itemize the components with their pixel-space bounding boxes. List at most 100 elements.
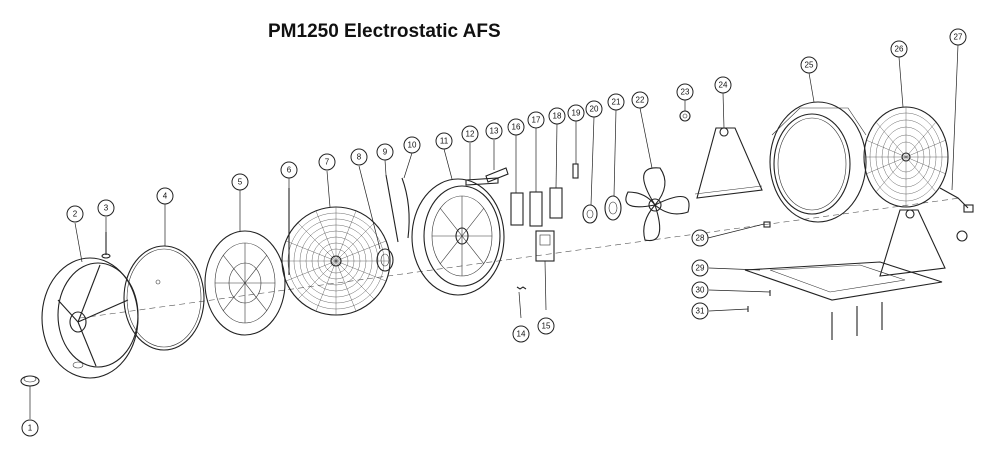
callout-number: 16 <box>512 123 521 132</box>
callout-circle <box>714 76 732 94</box>
callout-circle <box>691 281 709 299</box>
callout-30: 30 <box>691 281 709 299</box>
callout-circle <box>376 143 394 161</box>
callout-circle <box>350 148 368 166</box>
callout-circle <box>537 317 555 335</box>
callout-circle <box>156 187 174 205</box>
callout-number: 28 <box>696 234 705 243</box>
callout-20: 20 <box>585 100 603 118</box>
callout-19: 19 <box>567 104 585 122</box>
part-9-clip <box>385 174 399 243</box>
callout-number: 22 <box>636 96 645 105</box>
callout-29: 29 <box>691 259 709 277</box>
part-10-strip <box>401 177 410 239</box>
callout-number: 19 <box>572 109 581 118</box>
callout-number: 6 <box>287 166 292 175</box>
callout-10: 10 <box>403 136 421 154</box>
callout-circle <box>403 136 421 154</box>
callout-13: 13 <box>485 122 503 140</box>
callout-7: 7 <box>318 153 336 171</box>
callout-circle <box>691 259 709 277</box>
part-29-base-plate <box>744 261 943 301</box>
callout-number: 1 <box>28 424 33 433</box>
part-2-front-housing <box>41 257 139 379</box>
callout-circle <box>527 111 545 129</box>
callout-circle <box>507 118 525 136</box>
callout-31: 31 <box>691 302 709 320</box>
callout-28: 28 <box>691 229 709 247</box>
callout-number: 27 <box>954 33 963 42</box>
callout-8: 8 <box>350 148 368 166</box>
callout-number: 31 <box>696 307 705 316</box>
part-18-board <box>549 187 563 219</box>
part-27-power-cord <box>939 187 974 213</box>
part-5-pre-filter-frame <box>204 230 286 336</box>
callout-27: 27 <box>949 28 967 46</box>
callout-circle <box>318 153 336 171</box>
callout-circle <box>21 419 39 437</box>
callout-15: 15 <box>537 317 555 335</box>
right-support-leg <box>879 209 968 277</box>
callout-circle <box>676 83 694 101</box>
callout-22: 22 <box>631 91 649 109</box>
callout-number: 24 <box>719 81 728 90</box>
callout-circle <box>97 199 115 217</box>
part-13-contact-strip <box>485 167 509 183</box>
callout-circle <box>691 302 709 320</box>
part-19-switch <box>572 163 579 179</box>
part-8-knob-hub <box>376 248 394 272</box>
callout-12: 12 <box>461 125 479 143</box>
callout-24: 24 <box>714 76 732 94</box>
part-16-board <box>510 192 524 226</box>
part-28-nut <box>763 221 771 228</box>
callout-circle <box>585 100 603 118</box>
part-15-power-module <box>535 230 555 262</box>
part-26-rear-grill <box>863 106 949 208</box>
callout-11: 11 <box>435 132 453 150</box>
callout-9: 9 <box>376 143 394 161</box>
callout-1: 1 <box>21 419 39 437</box>
leader-lines <box>29 44 959 419</box>
part-17-board <box>529 191 543 227</box>
callout-17: 17 <box>527 111 545 129</box>
part-20-bushing <box>582 204 598 224</box>
callout-circle <box>800 56 818 74</box>
callout-26: 26 <box>890 40 908 58</box>
callout-23: 23 <box>676 83 694 101</box>
callout-18: 18 <box>548 107 566 125</box>
callout-number: 7 <box>325 158 330 167</box>
part-11-filter-housing <box>411 178 505 296</box>
callout-circle <box>512 325 530 343</box>
callout-number: 20 <box>590 105 599 114</box>
part-22-fan-blade <box>625 167 690 242</box>
diagram-title: PM1250 Electrostatic AFS <box>268 21 501 42</box>
callout-number: 4 <box>163 192 168 201</box>
callout-number: 10 <box>408 141 417 150</box>
callout-circle <box>231 173 249 191</box>
callout-circle <box>607 93 625 111</box>
callout-number: 8 <box>357 153 362 162</box>
callout-2: 2 <box>66 205 84 223</box>
callout-number: 25 <box>805 61 814 70</box>
callout-circle <box>548 107 566 125</box>
assembly-axis-line <box>79 197 961 319</box>
callout-circle <box>949 28 967 46</box>
callout-circle <box>691 229 709 247</box>
callout-number: 29 <box>696 264 705 273</box>
part-21-motor-mount <box>604 195 622 221</box>
callout-circle <box>890 40 908 58</box>
part-1-knob <box>20 375 40 387</box>
callout-circle <box>567 104 585 122</box>
callout-circle <box>631 91 649 109</box>
callout-number: 12 <box>466 130 475 139</box>
part-3-screw <box>101 232 111 259</box>
callout-number: 26 <box>895 45 904 54</box>
part-24-left-leg <box>694 127 763 199</box>
part-30-screws <box>769 290 883 340</box>
callout-circle <box>461 125 479 143</box>
callout-4: 4 <box>156 187 174 205</box>
callout-number: 2 <box>73 210 78 219</box>
callout-number: 3 <box>104 204 109 213</box>
callout-circle <box>66 205 84 223</box>
callout-25: 25 <box>800 56 818 74</box>
